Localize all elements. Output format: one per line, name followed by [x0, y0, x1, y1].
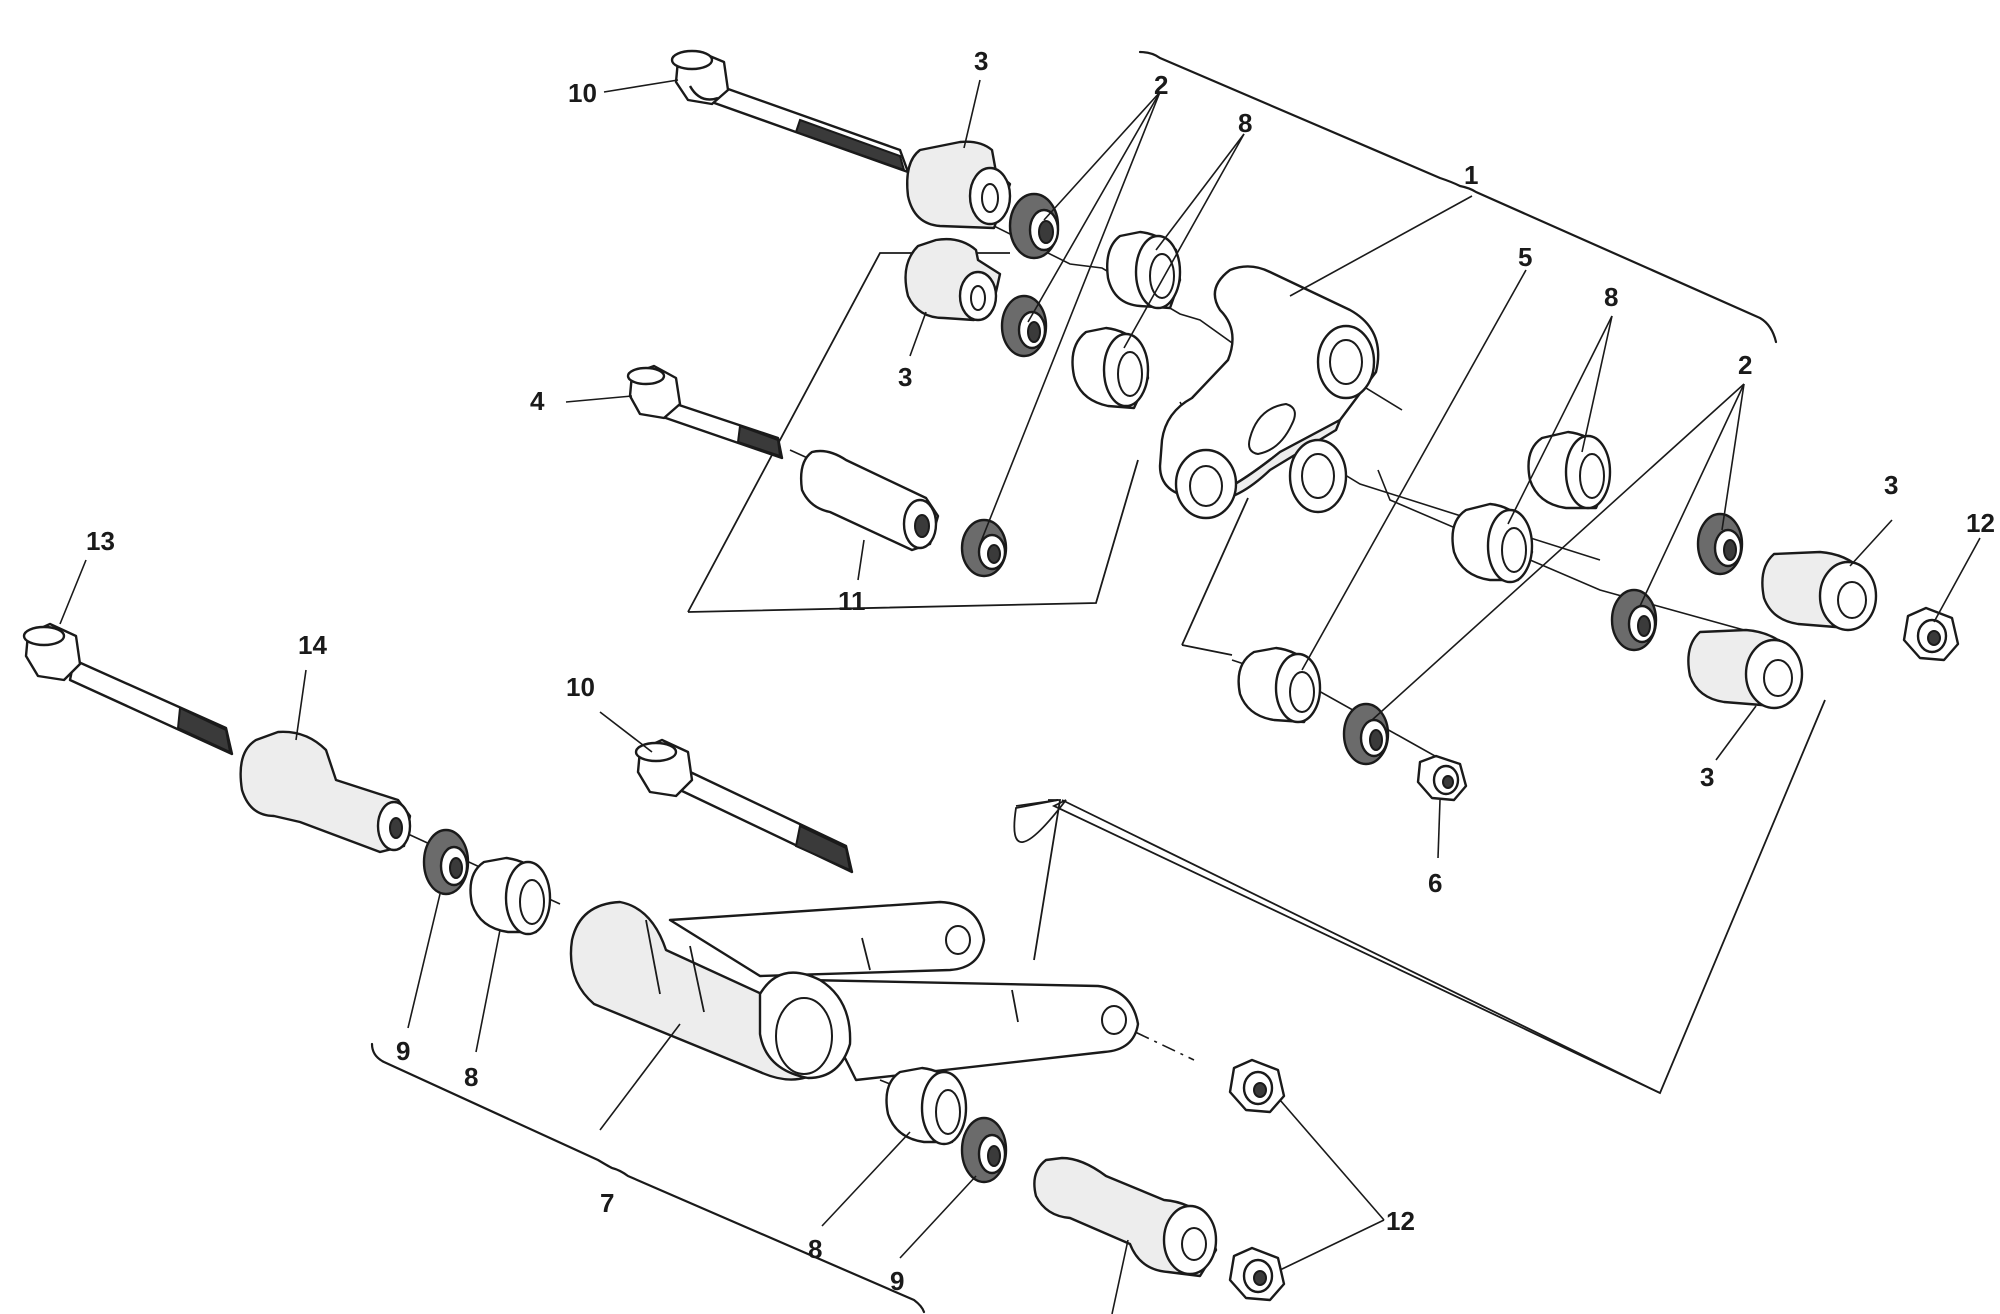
bushing-8-d [1451, 502, 1534, 584]
sleeve-3-right [1761, 550, 1878, 632]
sleeve-bottom [1033, 1156, 1218, 1278]
link-plate-1 [1158, 265, 1380, 520]
callout-3-left: 3 [898, 362, 912, 392]
seal-ring-2-b [1000, 294, 1048, 358]
callout-7: 7 [600, 1188, 614, 1218]
bolt-10-top [670, 49, 910, 174]
callout-2-right: 2 [1738, 350, 1752, 380]
callout-6: 6 [1428, 868, 1442, 898]
callout-8-left: 8 [464, 1062, 478, 1092]
callout-5: 5 [1518, 242, 1532, 272]
sleeve-3-top [906, 140, 1012, 230]
bushing-8-b [1071, 326, 1150, 410]
callout-10-mid: 10 [566, 672, 595, 702]
seal-ring-2-f [1342, 702, 1390, 766]
sleeve-14 [239, 730, 412, 854]
callout-8-bottom: 8 [808, 1234, 822, 1264]
seal-ring-2-e [1610, 588, 1658, 652]
callout-11: 11 [838, 586, 866, 616]
bolt-10-mid [634, 738, 854, 874]
nut-12-right [1902, 606, 1960, 662]
nut-6 [1416, 754, 1468, 802]
bushing-8-bottom [885, 1066, 968, 1146]
spacer-11 [799, 449, 940, 552]
callout-labels: 10 3 2 8 1 5 8 2 3 12 3 4 11 6 3 13 14 1… [86, 46, 1995, 1296]
sleeve-3-bottom [1687, 628, 1804, 710]
nut-12-mid [1228, 1058, 1286, 1114]
bolt-13 [22, 622, 234, 756]
assembly-bracket-7 [370, 1042, 926, 1314]
nut-12-low [1228, 1246, 1286, 1302]
callout-1: 1 [1464, 160, 1478, 190]
bushing-5 [1237, 646, 1322, 724]
leader-lines [59, 79, 1981, 1314]
seal-ring-2-a [1008, 192, 1060, 260]
callout-8-top: 8 [1238, 108, 1252, 138]
linkage-rod-7 [569, 900, 1140, 1082]
callout-12-right: 12 [1966, 508, 1995, 538]
callout-14: 14 [298, 630, 327, 660]
callout-12-bottom: 12 [1386, 1206, 1415, 1236]
bolt-4 [626, 364, 784, 460]
seal-ring-2-c [960, 518, 1008, 578]
seal-ring-9-bottom [960, 1116, 1008, 1184]
bushing-8-c [1527, 430, 1612, 510]
callout-13: 13 [86, 526, 115, 556]
assembly-bracket-1 [1138, 50, 1778, 344]
callout-9-left: 9 [396, 1036, 410, 1066]
callout-3-bottom: 3 [1700, 762, 1714, 792]
callout-2-top: 2 [1154, 70, 1168, 100]
callout-10-top: 10 [568, 78, 597, 108]
seal-ring-9-left [422, 828, 470, 896]
bushing-8-left [469, 856, 552, 936]
callout-8-right: 8 [1604, 282, 1618, 312]
callout-3-right: 3 [1884, 470, 1898, 500]
callout-3-top: 3 [974, 46, 988, 76]
callout-9-bottom: 9 [890, 1266, 904, 1296]
sleeve-3-left [904, 237, 1002, 322]
bushing-8-a [1106, 230, 1182, 310]
callout-4: 4 [530, 386, 545, 416]
seal-ring-2-d [1696, 512, 1744, 576]
